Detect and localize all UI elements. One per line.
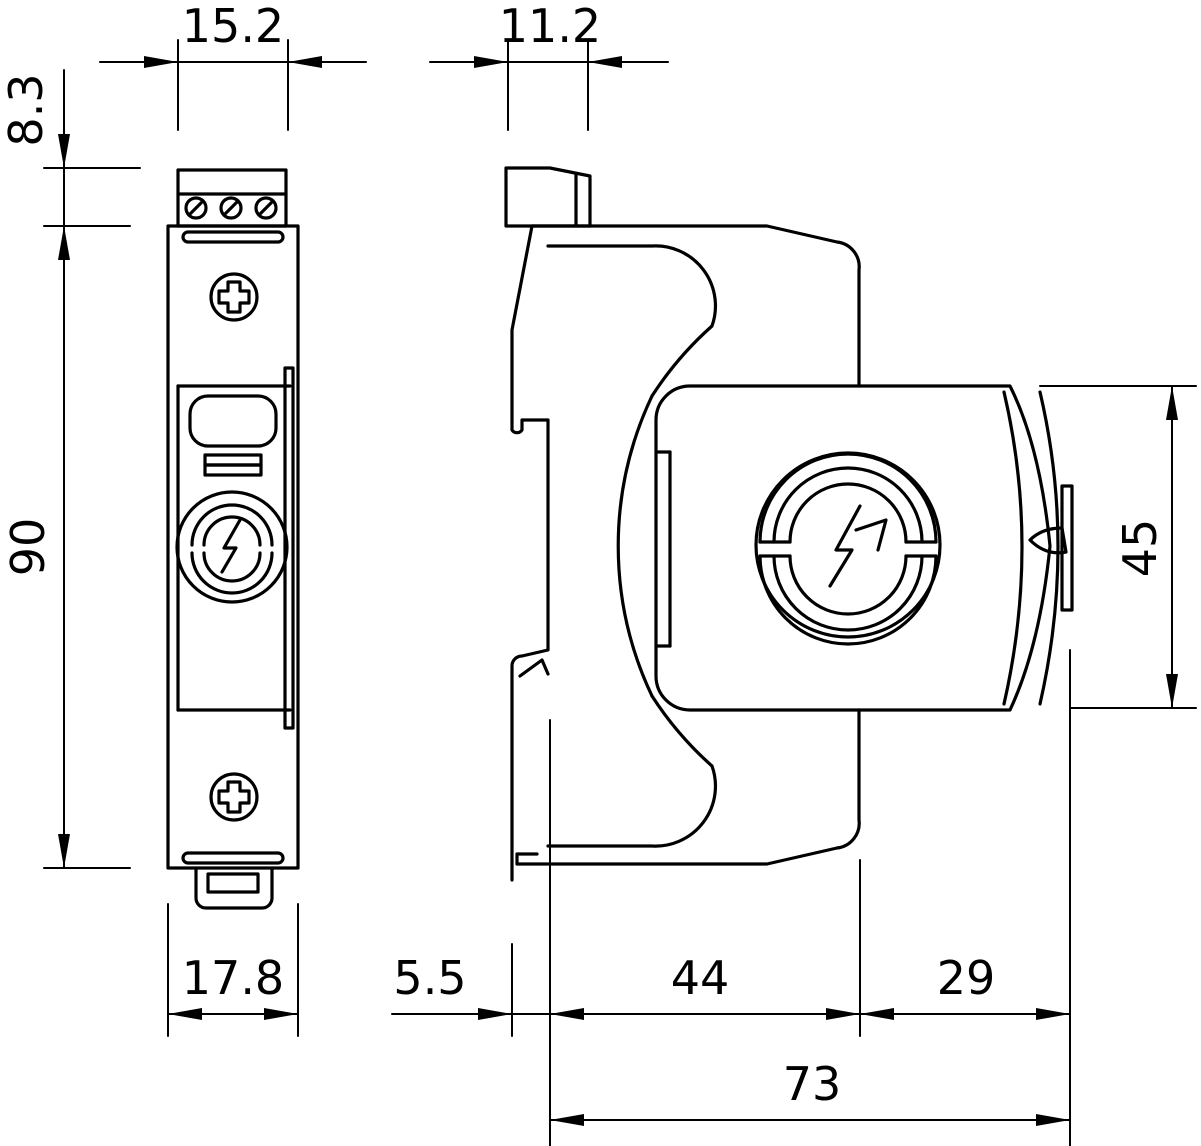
dim-rail-offset: 5.5 [393,951,466,1005]
dim-total-height: 90 [1,518,55,577]
dimension-lines [43,39,1197,1146]
front-view [166,168,300,910]
dim-depth-front: 29 [937,951,996,1005]
dim-depth-body: 44 [671,951,730,1005]
dim-terminal-height: 8.3 [0,73,53,146]
dim-depth-total: 73 [783,1057,842,1111]
dim-front-width-bottom: 17.8 [182,951,284,1005]
dim-side-width-top: 11.2 [499,0,601,53]
side-view [504,166,1074,882]
dim-front-width-top: 15.2 [182,0,284,53]
dim-front-cover-height: 45 [1113,519,1167,578]
